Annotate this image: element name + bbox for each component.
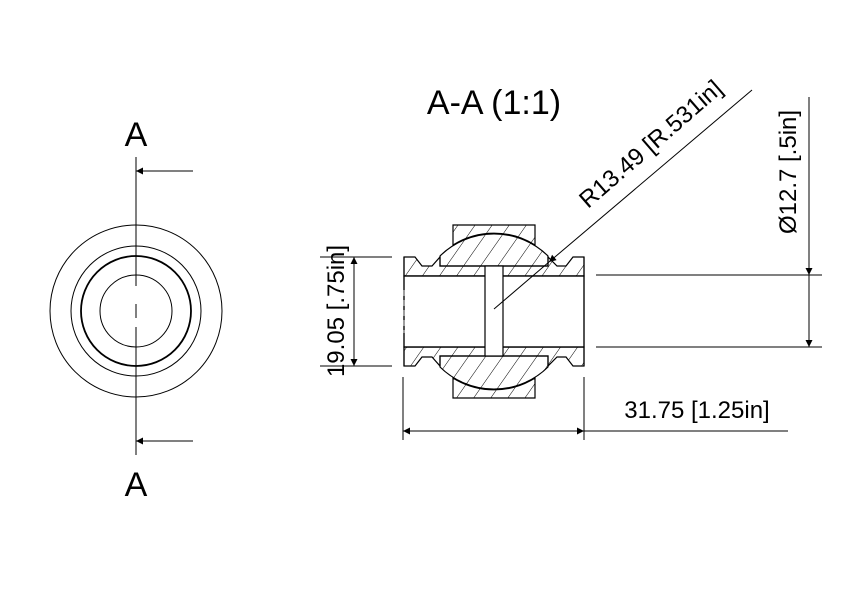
radius-label: R13.49 [R.531in] <box>574 75 728 214</box>
section-label-bottom: A <box>125 466 148 504</box>
ball-top <box>439 233 549 267</box>
height-label: 19.05 [.75in] <box>323 245 350 377</box>
diameter-label: Ø12.7 [.5in] <box>775 110 802 234</box>
length-label: 31.75 [1.25in] <box>624 397 769 424</box>
end-view <box>49 157 223 455</box>
ball-bottom <box>439 355 549 390</box>
dimensions <box>320 89 822 440</box>
section-view <box>403 224 585 399</box>
shaft-bottom <box>403 346 585 368</box>
center-pin <box>484 265 504 357</box>
section-title: A-A (1:1) <box>427 84 561 122</box>
section-label-top: A <box>125 116 148 154</box>
radius-leader <box>548 89 753 263</box>
